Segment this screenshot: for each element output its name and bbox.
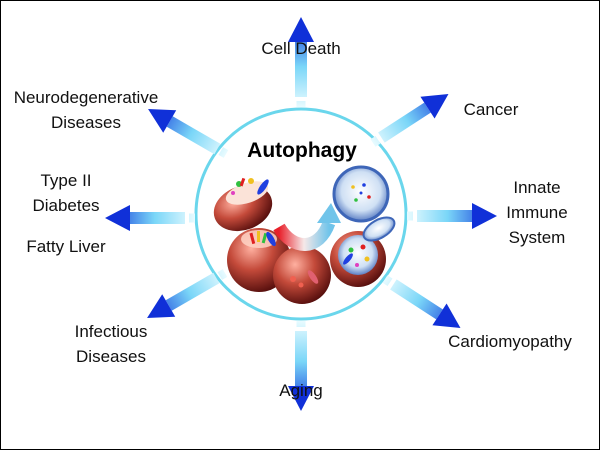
label-fatty-liver: Fatty Liver: [26, 237, 106, 256]
label-neurodegenerative-diseases: Neurodegenerative Diseases: [13, 88, 159, 132]
label-infectious-diseases: Infectious Diseases: [74, 322, 148, 366]
label-aging: Aging: [279, 381, 323, 400]
arrow-icon: [105, 205, 195, 231]
diagram-title: Autophagy: [247, 139, 357, 162]
label-innate-immune-system: Innate Immune System: [506, 178, 568, 247]
cell-icon: [213, 177, 273, 232]
cell-icon: [273, 246, 331, 304]
cell-icon: [330, 231, 386, 287]
label-cell-death: Cell Death: [261, 39, 341, 58]
curved-arrow-icon: [273, 203, 341, 251]
arrow-icon: [288, 17, 314, 107]
label-cancer: Cancer: [463, 100, 519, 119]
vesicle-icon: [362, 216, 396, 242]
label-type-ii-diabetes: Type II Diabetes: [32, 171, 100, 215]
label-cardiomyopathy: Cardiomyopathy: [448, 332, 572, 351]
arrow-icon: [407, 203, 497, 229]
lysosome-icon: [332, 165, 390, 223]
